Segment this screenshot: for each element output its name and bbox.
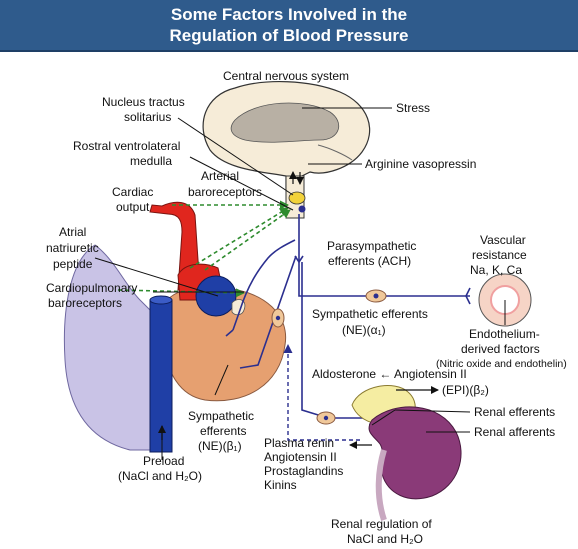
label-stress: Stress: [396, 101, 430, 115]
label-cns: Central nervous system: [223, 69, 349, 83]
label-symp-b-2: efferents: [200, 424, 246, 438]
label-pr-2: Angiotensin II: [264, 450, 337, 464]
label-nts: Nucleus tractus: [102, 95, 185, 109]
label-vr-3: Na, K, Ca: [470, 263, 522, 277]
label-endo: Endothelium-: [469, 327, 540, 341]
label-anp-3: peptide: [53, 257, 93, 271]
label-preload: Preload: [143, 454, 184, 468]
label-vr-2: resistance: [472, 248, 527, 262]
title-banner: Some Factors Involved in the Regulation …: [0, 0, 578, 52]
label-pr: Plasma renin: [264, 436, 334, 450]
label-pr-4: Kinins: [264, 478, 297, 492]
leader-lines: [94, 107, 506, 460]
title-line-2: Regulation of Blood Pressure: [169, 26, 409, 45]
ganglion-nodes: [271, 289, 429, 435]
label-cardiac: Cardiac: [112, 185, 153, 199]
label-rr: Renal regulation of: [331, 517, 432, 531]
lung-shape: [63, 244, 171, 451]
label-para: Parasympathetic: [327, 239, 416, 253]
label-aldo: Aldosterone ← Angiotensin II: [312, 367, 467, 381]
label-endo-3: (Nitric oxide and endothelin): [436, 358, 567, 370]
label-cp: Cardiopulmonary: [46, 281, 137, 295]
renal-feedback-line: [283, 344, 360, 441]
label-rvlm-2: medulla: [130, 154, 172, 168]
label-avp: Arginine vasopressin: [365, 157, 476, 171]
label-nts-2: solitarius: [124, 110, 171, 124]
label-arterial: Arterial: [201, 169, 239, 183]
label-rvlm: Rostral ventrolateral: [73, 139, 180, 153]
label-arterial-2: baroreceptors: [188, 185, 262, 199]
label-renal-eff: Renal efferents: [474, 405, 555, 419]
label-preload-2: (NaCl and H₂O): [118, 469, 202, 483]
label-anp-2: natriuretic: [46, 241, 99, 255]
label-rr-2: NaCl and H₂O: [347, 532, 423, 546]
label-renal-aff: Renal afferents: [474, 425, 555, 439]
label-cp-2: baroreceptors: [48, 296, 122, 310]
label-symp-b: Sympathetic: [188, 409, 254, 423]
label-epi: (EPI)(β₂): [442, 383, 489, 397]
label-symp-a-2: (NE)(α₁): [342, 323, 386, 337]
label-vr: Vascular: [480, 233, 526, 247]
label-anp: Atrial: [59, 225, 86, 239]
label-symp-b-3: (NE)(β₁): [198, 439, 242, 453]
label-cardiac-2: output: [116, 200, 150, 214]
label-para-2: efferents (ACH): [328, 254, 411, 268]
label-symp-a: Sympathetic efferents: [312, 307, 428, 321]
label-pr-3: Prostaglandins: [264, 464, 343, 478]
label-endo-2: derived factors: [461, 342, 540, 356]
title-line-1: Some Factors Involved in the: [170, 5, 408, 24]
kidney: [351, 385, 462, 521]
